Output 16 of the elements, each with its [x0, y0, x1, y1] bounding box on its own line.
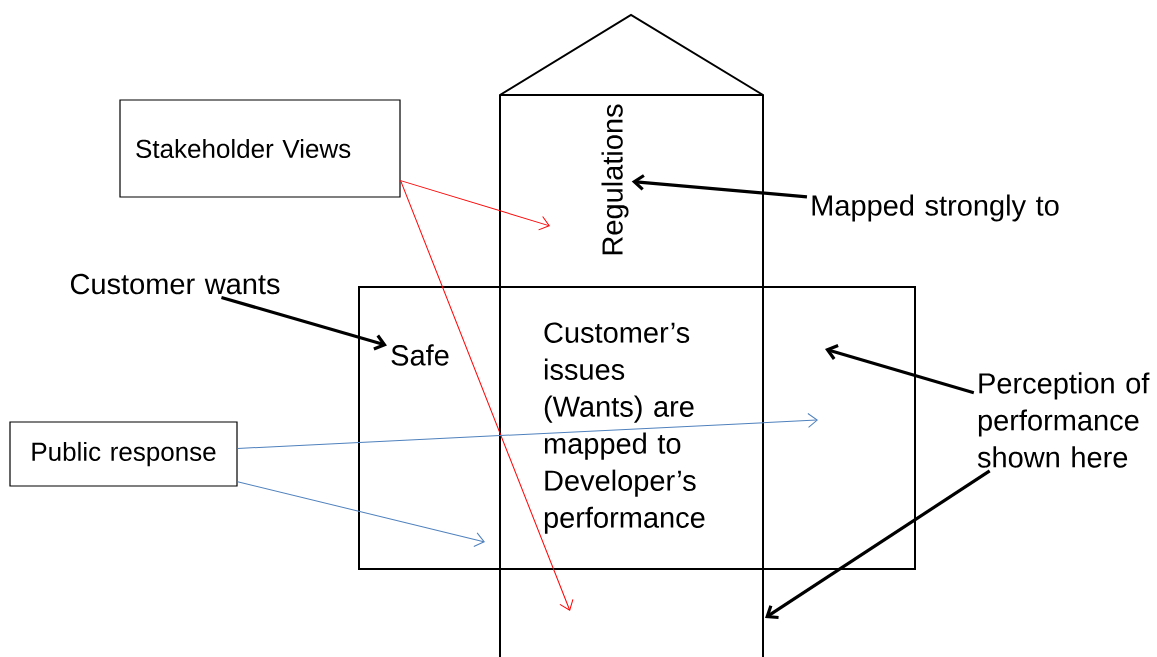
annotation-text: Customer’s issues (Wants) are mapped to Developer’s performance — [544, 322, 705, 534]
annotation-text: Safe — [391, 344, 449, 366]
arrow — [400, 180, 574, 611]
pillar-label: Regulations — [601, 104, 629, 255]
arrow — [765, 469, 991, 620]
arrow — [237, 413, 818, 449]
text-box: Stakeholder Views — [119, 99, 401, 198]
annotation-text: Perception of performance shown here — [977, 372, 1150, 468]
arrow — [825, 344, 975, 395]
text-box: Public response — [9, 421, 238, 487]
arrow — [221, 295, 387, 351]
arrow — [237, 481, 485, 547]
arrow — [400, 180, 550, 231]
annotation-text: Customer wants — [70, 273, 280, 295]
annotation-text: Mapped strongly to — [812, 194, 1059, 222]
arrow — [631, 174, 808, 199]
